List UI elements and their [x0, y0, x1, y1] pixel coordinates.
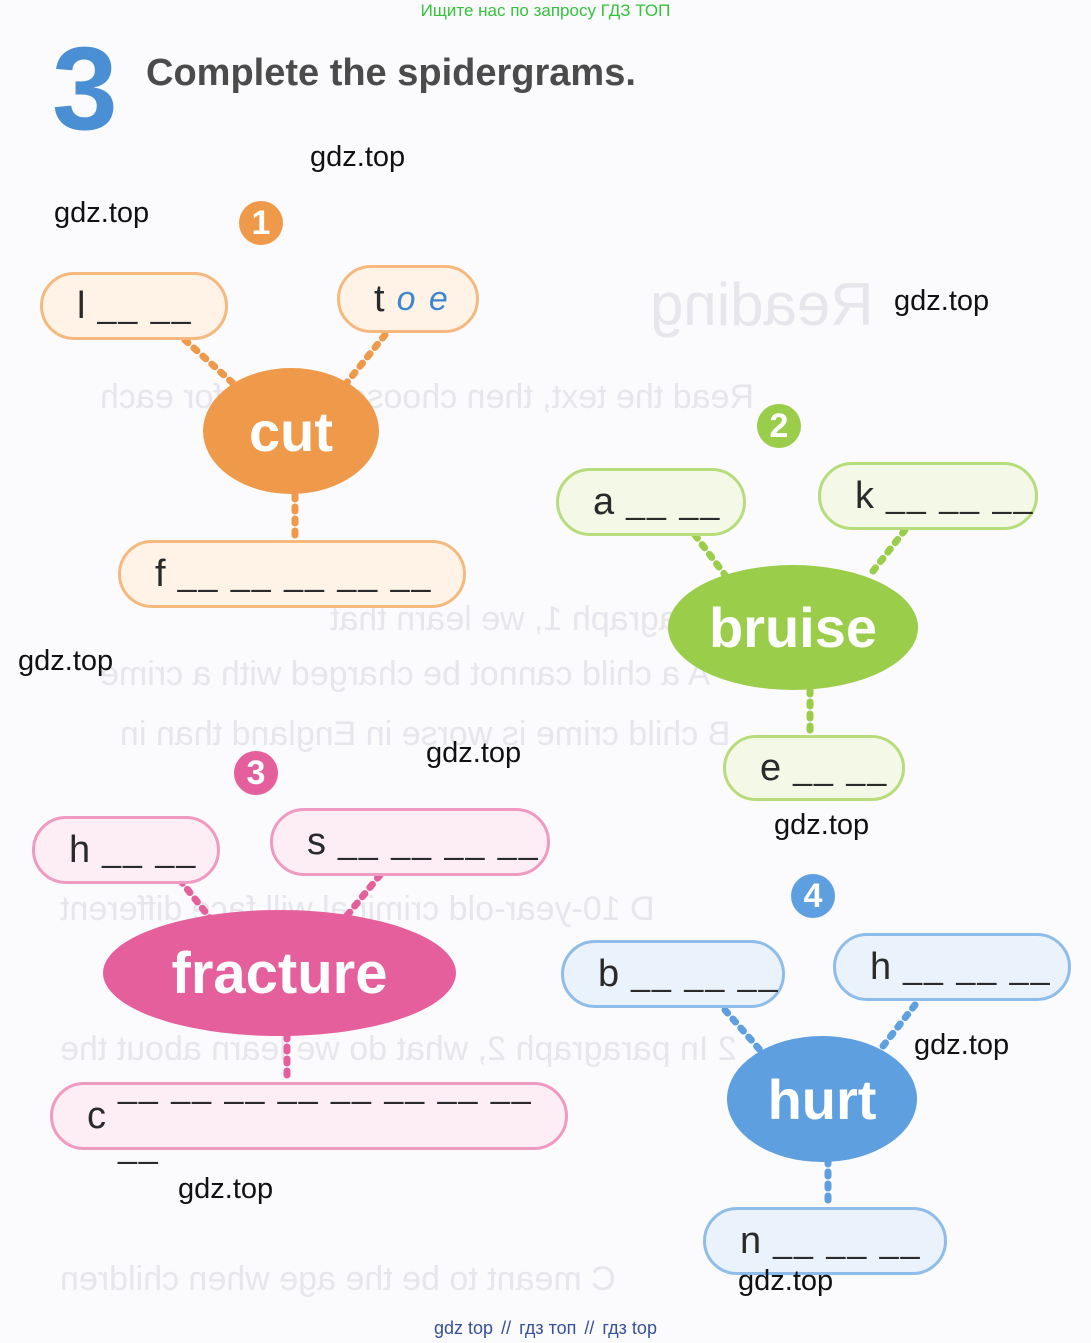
spidergram-number-badge: 1: [239, 201, 283, 245]
footer-links: gdz top // гдз топ // гдз top: [0, 1318, 1091, 1339]
footer-link[interactable]: гдз топ: [519, 1318, 577, 1338]
start-letter: a: [593, 481, 615, 523]
start-letter: l: [77, 285, 86, 327]
footer-link[interactable]: gdz top: [434, 1318, 494, 1338]
given-letters: o e: [396, 280, 450, 318]
answer-field[interactable]: a __ __: [556, 468, 746, 536]
start-letter: n: [740, 1220, 762, 1262]
answer-blanks: __ __ __: [631, 955, 780, 993]
answer-field[interactable]: t o e: [337, 265, 479, 333]
answer-field[interactable]: c __ __ __ __ __ __ __ __ __: [50, 1067, 568, 1165]
answer-blanks: __ __ __ __: [338, 823, 540, 861]
start-letter: b: [598, 953, 620, 995]
answer-blanks: __ __ __ __ __: [177, 555, 433, 593]
answer-blanks: __ __ __: [773, 1222, 922, 1260]
center-word: bruise: [668, 565, 918, 690]
watermark: gdz.top: [178, 1173, 274, 1205]
connector-line: [876, 1001, 919, 1054]
exercise-number: 3: [52, 23, 118, 155]
answer-field[interactable]: n __ __ __: [703, 1207, 947, 1275]
connector-line: [866, 526, 909, 579]
center-word: hurt: [727, 1036, 917, 1162]
answer-field[interactable]: b __ __ __: [561, 940, 785, 1008]
answer-blanks: __ __ __: [886, 477, 1035, 515]
spidergram-number-badge: 3: [234, 751, 278, 795]
answer-blanks: __ __: [626, 483, 722, 521]
answer-field[interactable]: e __ __: [723, 735, 905, 801]
connector-line: [181, 336, 239, 389]
answer-field[interactable]: k __ __ __: [818, 462, 1038, 530]
spidergram-number-badge: 2: [757, 404, 801, 448]
answer-blanks: __ __: [97, 287, 193, 325]
watermark: gdz.top: [894, 285, 990, 317]
answer-field[interactable]: h __ __ __: [833, 933, 1071, 1001]
start-letter: f: [155, 553, 166, 595]
answer-blanks: __ __: [102, 831, 198, 869]
start-letter: k: [855, 475, 874, 517]
start-letter: e: [760, 747, 782, 789]
header-link[interactable]: Ищите нас по запросу ГДЗ ТОП: [420, 1, 671, 20]
connector-line: [691, 531, 729, 579]
answer-field[interactable]: l __ __: [40, 272, 228, 340]
footer-separator: //: [501, 1318, 512, 1338]
footer-separator: //: [584, 1318, 595, 1338]
start-letter: h: [69, 829, 91, 871]
start-letter: s: [307, 821, 326, 863]
connector-line: [176, 876, 214, 922]
connector-line: [341, 331, 389, 389]
watermark: gdz.top: [426, 737, 522, 769]
watermark: gdz.top: [310, 141, 406, 173]
answer-blanks: __ __: [793, 749, 889, 787]
answer-blanks: __ __ __ __ __ __ __ __ __: [118, 1067, 533, 1165]
answer-blanks: __ __ __: [903, 948, 1052, 986]
watermark: gdz.top: [774, 809, 870, 841]
answer-field[interactable]: h __ __: [32, 816, 220, 884]
start-letter: h: [870, 946, 892, 988]
start-letter: t: [374, 278, 385, 320]
watermark: gdz.top: [914, 1029, 1010, 1061]
watermark: gdz.top: [54, 197, 150, 229]
answer-field[interactable]: f __ __ __ __ __: [118, 540, 466, 608]
start-letter: c: [87, 1095, 106, 1137]
connector-line: [721, 1006, 764, 1054]
center-word: fracture: [103, 910, 456, 1036]
spidergram-number-badge: 4: [791, 874, 835, 918]
answer-field[interactable]: s __ __ __ __: [270, 808, 550, 876]
exercise-instruction: Complete the spidergrams.: [146, 52, 636, 94]
footer-link[interactable]: гдз top: [602, 1318, 657, 1338]
center-word: cut: [203, 368, 379, 494]
watermark: gdz.top: [18, 645, 114, 677]
watermark: gdz.top: [738, 1265, 834, 1297]
connector-line: [341, 871, 384, 922]
